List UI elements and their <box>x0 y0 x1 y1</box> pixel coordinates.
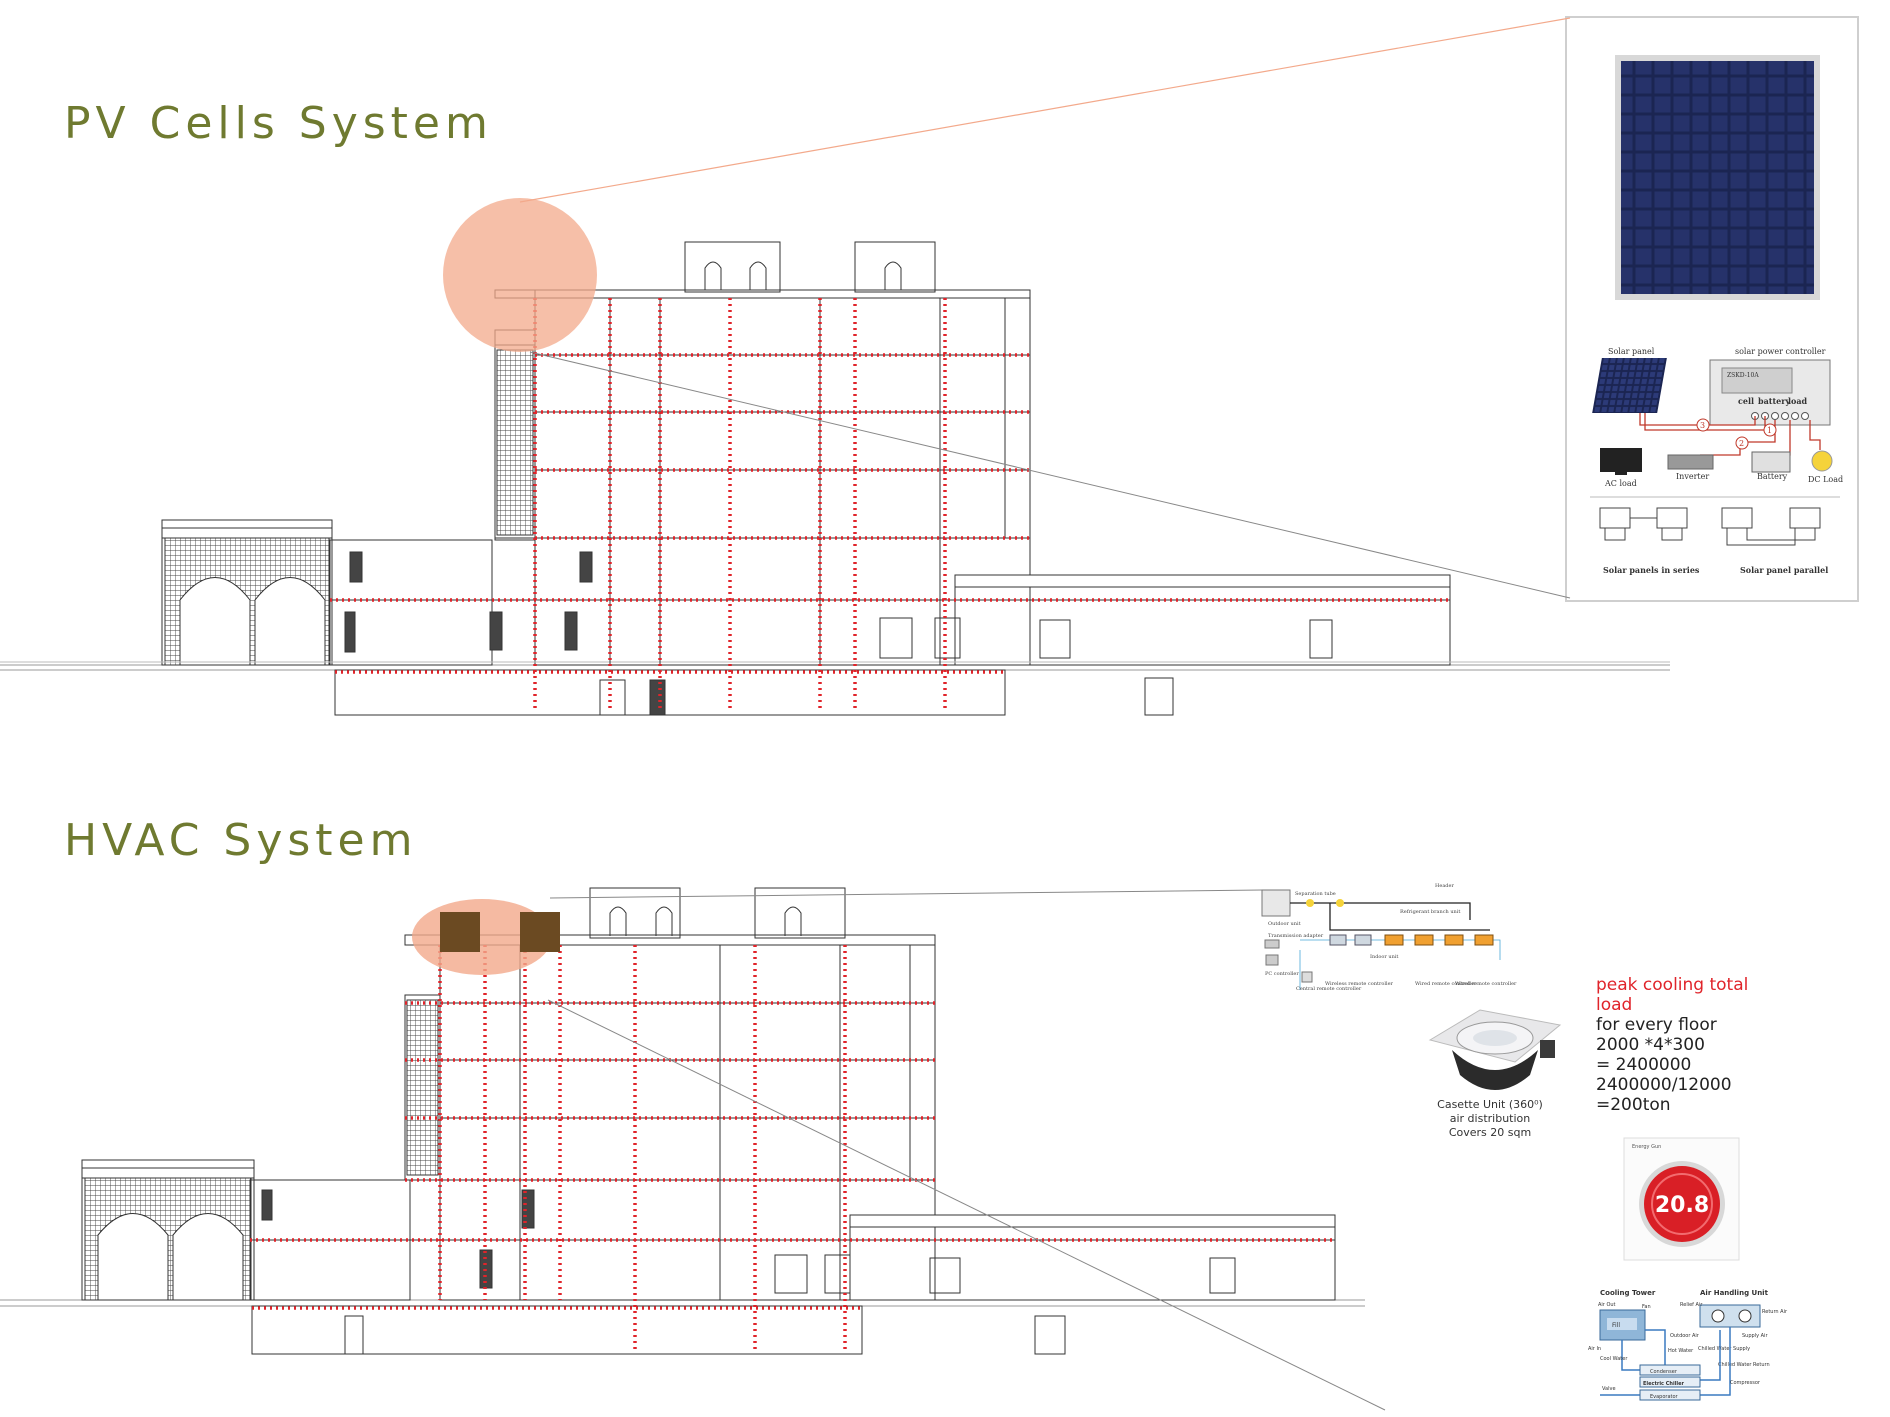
series-label: Solar panels in series <box>1603 565 1700 575</box>
cooling-load-calculation: peak cooling total load for every floor … <box>1596 975 1748 1115</box>
controller-battery: battery <box>1758 396 1790 406</box>
ac-load-label: AC load <box>1604 479 1637 488</box>
vrf-indoor-unit: Indoor unit <box>1370 954 1398 960</box>
marker-3: 3 <box>1700 421 1705 430</box>
controller-label: solar power controller <box>1735 347 1826 356</box>
load-line-5: =200ton <box>1596 1095 1671 1115</box>
battery-label: Battery <box>1757 472 1788 481</box>
inverter-label: Inverter <box>1676 472 1709 481</box>
marker-2: 2 <box>1739 439 1744 448</box>
fill-label: Fill <box>1612 1322 1620 1329</box>
load-line-4: 2400000/12000 <box>1596 1075 1732 1095</box>
load-line-1: for every floor <box>1596 1015 1717 1035</box>
hvac-building-section <box>0 887 1365 1355</box>
electric-chiller-label: Electric Chiller <box>1643 1381 1685 1387</box>
chiller-diagram: Cooling Tower Air Handling Unit Fill Air… <box>1588 1289 1788 1401</box>
parallel-label: Solar panel parallel <box>1740 565 1828 575</box>
supply-air-label: Supply Air <box>1742 1333 1768 1339</box>
vrf-central-controller: Central remote controller <box>1296 986 1362 992</box>
chilled-supply-label: Chilled Water Supply <box>1698 1346 1750 1352</box>
load-heading-line1: peak cooling total <box>1596 975 1749 995</box>
vrf-outdoor-unit: Outdoor unit <box>1268 921 1301 927</box>
vrf-wired-controller-2: Wired remote controller <box>1455 981 1517 987</box>
evaporator-label: Evaporator <box>1650 1394 1679 1400</box>
compressor-label: Compressor <box>1730 1380 1761 1386</box>
vrf-system-diagram: Outdoor unit Separation tube Header Refr… <box>1261 883 1517 992</box>
solar-panel-image <box>1615 55 1820 300</box>
fan-label: Fan <box>1642 1304 1651 1310</box>
controller-cell: cell <box>1738 396 1754 406</box>
dc-load-label: DC Load <box>1808 475 1843 484</box>
cool-water-label: Cool Water <box>1600 1356 1628 1362</box>
vrf-pc-controller: PC controller <box>1265 971 1299 977</box>
vrf-separation-tube: Separation tube <box>1295 891 1336 897</box>
air-out-label: Air Out <box>1598 1302 1616 1308</box>
load-heading-line2: load <box>1596 995 1633 1015</box>
pv-section-title: PV Cells System <box>64 98 493 149</box>
pv-building-section <box>0 241 1670 716</box>
controller-model: ZSKD-10A <box>1727 372 1759 379</box>
air-in-label: Air In <box>1588 1346 1601 1352</box>
ahu-label: Air Handling Unit <box>1700 1289 1769 1297</box>
hvac-section-title: HVAC System <box>64 815 418 866</box>
relief-air-label: Relief Air <box>1680 1302 1703 1308</box>
condenser-label: Condenser <box>1650 1369 1678 1375</box>
casette-caption-line2: air distribution <box>1449 1112 1531 1125</box>
chilled-return-label: Chilled Water Return <box>1718 1362 1770 1368</box>
casette-caption: Casette Unit (360⁰) air distribution Cov… <box>1420 1098 1560 1140</box>
valve-label: Valve <box>1602 1386 1616 1392</box>
thermostat-value: 20.8 <box>1655 1193 1709 1218</box>
casette-caption-line1: Casette Unit (360⁰) <box>1437 1098 1543 1111</box>
vrf-header: Header <box>1435 883 1454 889</box>
rooftop-unit-left <box>440 912 480 952</box>
vrf-wired-controller-1: Wired remote controller <box>1415 981 1477 987</box>
outdoor-air-label: Outdoor Air <box>1670 1333 1700 1339</box>
pv-roof-highlight <box>443 198 597 352</box>
hot-water-label: Hot Water <box>1668 1348 1694 1354</box>
thermostat-image: Energy Gun 20.8 <box>1623 1137 1740 1261</box>
cooling-tower-label: Cooling Tower <box>1600 1289 1656 1297</box>
solar-panel-label: Solar panel <box>1608 347 1655 356</box>
vrf-transmission-adapter: Transmission adapter <box>1268 933 1324 939</box>
load-line-3: = 2400000 <box>1596 1055 1692 1075</box>
casette-caption-line3: Covers 20 sqm <box>1448 1126 1532 1139</box>
casette-unit-image <box>1428 1009 1562 1090</box>
marker-1: 1 <box>1767 426 1772 435</box>
rooftop-unit-right <box>520 912 560 952</box>
vrf-branch-unit: Refrigerant branch unit <box>1400 909 1460 915</box>
controller-load: load <box>1788 396 1808 406</box>
load-line-2: 2000 *4*300 <box>1596 1035 1705 1055</box>
solar-wiring-diagram: Solar panel solar power controller ZSKD-… <box>1590 347 1843 575</box>
vrf-wireless-controller: Wireless remote controller <box>1325 981 1394 987</box>
return-air-label: Return Air <box>1762 1309 1788 1315</box>
thermostat-top-label: Energy Gun <box>1632 1144 1661 1150</box>
